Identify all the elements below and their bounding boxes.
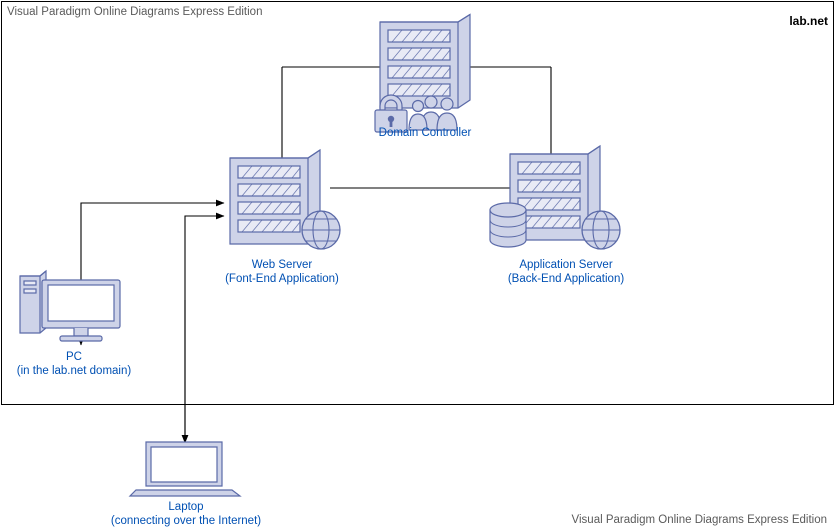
lab-net-boundary <box>1 1 834 405</box>
label-pc-line1: PC <box>66 351 82 363</box>
lock-icon <box>374 94 408 133</box>
watermark-top: Visual Paradigm Online Diagrams Express … <box>7 6 263 18</box>
label-domain-controller-line1: Domain Controller <box>378 127 472 139</box>
label-pc-line2: (in the lab.net domain) <box>16 365 132 377</box>
label-laptop: Laptop (connecting over the Internet) <box>111 500 261 528</box>
label-domain-controller: Domain Controller <box>379 126 472 140</box>
label-application-server-line1: Application Server <box>519 259 613 271</box>
label-application-server-line2: (Back-End Application) <box>507 273 625 285</box>
node-domain-controller[interactable]: Domain Controller <box>368 13 482 144</box>
label-web-server-line1: Web Server <box>251 259 313 271</box>
label-laptop-line1: Laptop <box>168 501 204 513</box>
label-pc: PC (in the lab.net domain) <box>17 350 131 378</box>
database-icon <box>489 202 527 248</box>
desktop-computer-icon <box>19 269 121 342</box>
label-web-server: Web Server (Font-End Application) <box>225 258 339 286</box>
server-with-globe-icon <box>229 148 341 250</box>
server-with-lock-and-users-icon <box>374 13 471 133</box>
node-pc[interactable]: PC (in the lab.net domain) <box>16 268 140 386</box>
node-laptop[interactable]: Laptop (connecting over the Internet) <box>111 438 261 528</box>
watermark-bottom: Visual Paradigm Online Diagrams Express … <box>571 514 827 526</box>
globe-icon <box>581 210 621 250</box>
node-web-server[interactable]: Web Server (Font-End Application) <box>225 148 352 288</box>
laptop-icon <box>128 441 242 497</box>
boundary-label: lab.net <box>789 14 828 28</box>
users-icon <box>408 95 458 131</box>
label-application-server: Application Server (Back-End Application… <box>508 258 624 286</box>
server-with-database-and-globe-icon <box>489 144 621 250</box>
label-laptop-line2: (connecting over the Internet) <box>110 515 262 527</box>
node-application-server[interactable]: Application Server (Back-End Application… <box>488 140 630 290</box>
label-web-server-line2: (Font-End Application) <box>225 273 339 285</box>
globe-icon <box>301 210 341 250</box>
